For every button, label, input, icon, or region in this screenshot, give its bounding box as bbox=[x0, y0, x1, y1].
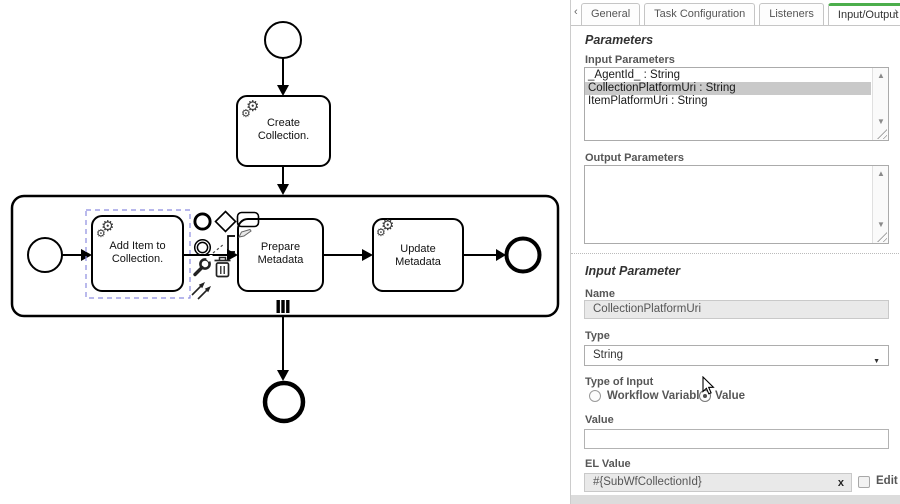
parallel-multi-instance-marker-icon bbox=[276, 300, 290, 313]
type-select[interactable]: String ▼ bbox=[584, 345, 889, 366]
service-task-gear-icon: ⚙ ⚙ bbox=[96, 217, 121, 246]
scroll-down-icon[interactable]: ▼ bbox=[877, 220, 885, 229]
arrowhead bbox=[277, 85, 289, 96]
tab-list: General Task Configuration Listeners Inp… bbox=[581, 3, 900, 25]
gear-icon: ⚙ bbox=[381, 216, 395, 234]
edit-checkbox[interactable] bbox=[858, 476, 870, 488]
input-parameters-rows: _AgentId_ : String CollectionPlatformUri… bbox=[585, 69, 871, 108]
properties-tabbar: General Task Configuration Listeners Inp… bbox=[571, 0, 900, 26]
connect-tool-icon[interactable] bbox=[189, 273, 216, 300]
arrowhead bbox=[362, 249, 373, 261]
output-parameters-label: Output Parameters bbox=[585, 152, 685, 164]
tab-scroll-left-icon[interactable]: ‹ bbox=[574, 6, 578, 18]
name-field[interactable]: CollectionPlatformUri bbox=[584, 300, 889, 319]
scrollbar[interactable]: ▲ ▼ bbox=[872, 68, 888, 140]
subprocess-end-event[interactable] bbox=[504, 236, 542, 274]
input-parameter-heading: Input Parameter bbox=[585, 264, 681, 278]
append-task-icon[interactable] bbox=[235, 209, 261, 230]
value-label: Value bbox=[585, 414, 614, 426]
el-value-field[interactable]: #{SubWfCollectionId} x bbox=[584, 473, 852, 492]
resize-grip[interactable] bbox=[877, 129, 887, 139]
value-radio[interactable] bbox=[699, 390, 711, 402]
type-label: Type bbox=[585, 330, 610, 342]
scroll-up-icon[interactable]: ▲ bbox=[877, 169, 885, 178]
arrowhead bbox=[81, 249, 92, 261]
scrollbar[interactable]: ▲ ▼ bbox=[872, 166, 888, 243]
gear-icon: ⚙ bbox=[241, 107, 251, 120]
bpmn-canvas[interactable]: Create Collection. Add Item to Collectio… bbox=[0, 0, 570, 504]
type-of-input-label: Type of Input bbox=[585, 376, 654, 388]
workflow-variable-radio[interactable] bbox=[589, 390, 601, 402]
append-intermediate-event-icon[interactable] bbox=[192, 237, 213, 258]
task-add-item-to-collection[interactable] bbox=[91, 215, 184, 292]
name-label: Name bbox=[585, 288, 615, 300]
append-end-event-icon[interactable] bbox=[192, 211, 213, 232]
el-value-label: EL Value bbox=[585, 458, 631, 470]
type-select-value: String bbox=[593, 349, 624, 361]
service-task-gear-icon: ⚙ ⚙ bbox=[376, 216, 401, 245]
change-type-wrench-icon[interactable] bbox=[190, 255, 213, 278]
list-item-selected[interactable]: CollectionPlatformUri : String bbox=[585, 82, 871, 95]
tab-input-output[interactable]: Input/Output bbox=[827, 3, 900, 25]
delete-trash-icon[interactable] bbox=[212, 255, 233, 279]
scroll-down-icon[interactable]: ▼ bbox=[877, 117, 885, 126]
append-text-annotation-icon[interactable] bbox=[211, 233, 238, 256]
panel-bottom-strip bbox=[571, 495, 900, 504]
subprocess-start-event[interactable] bbox=[27, 237, 63, 273]
append-gateway-icon[interactable] bbox=[213, 209, 238, 234]
tab-general[interactable]: General bbox=[581, 3, 641, 25]
properties-panel: General Task Configuration Listeners Inp… bbox=[570, 0, 900, 504]
arrowhead bbox=[277, 184, 289, 195]
bpmn-diagram bbox=[10, 21, 560, 424]
input-parameters-list[interactable]: _AgentId_ : String CollectionPlatformUri… bbox=[584, 67, 889, 141]
resize-grip[interactable] bbox=[877, 232, 887, 242]
clear-icon[interactable]: x bbox=[837, 477, 844, 489]
section-divider bbox=[571, 253, 900, 254]
edit-checkbox-label[interactable]: Edit bbox=[876, 475, 898, 487]
scroll-up-icon[interactable]: ▲ bbox=[877, 71, 885, 80]
gear-icon: ⚙ bbox=[376, 226, 386, 239]
start-event[interactable] bbox=[264, 21, 302, 59]
el-value-text: #{SubWfCollectionId} bbox=[593, 476, 702, 488]
workflow-variable-radio-label[interactable]: Workflow Variable bbox=[607, 390, 706, 402]
value-field[interactable] bbox=[584, 429, 889, 449]
value-radio-label[interactable]: Value bbox=[715, 390, 746, 402]
output-parameters-list[interactable]: ▲ ▼ bbox=[584, 165, 889, 244]
gear-icon: ⚙ bbox=[246, 97, 260, 115]
arrowhead bbox=[496, 249, 506, 261]
service-task-gear-icon: ⚙ ⚙ bbox=[241, 97, 266, 126]
tab-listeners[interactable]: Listeners bbox=[759, 3, 824, 25]
arrowhead bbox=[277, 370, 289, 381]
end-event[interactable] bbox=[262, 380, 306, 424]
tab-scroll-right-icon[interactable]: › bbox=[894, 6, 898, 18]
chevron-down-icon: ▼ bbox=[873, 358, 880, 365]
edit-pencil-icon[interactable] bbox=[237, 228, 253, 239]
parameters-heading: Parameters bbox=[585, 33, 654, 47]
list-item[interactable]: _AgentId_ : String bbox=[588, 69, 681, 81]
gear-icon: ⚙ bbox=[101, 217, 115, 235]
list-item[interactable]: ItemPlatformUri : String bbox=[588, 95, 708, 107]
tab-task-configuration[interactable]: Task Configuration bbox=[644, 3, 756, 25]
input-parameters-label: Input Parameters bbox=[585, 54, 675, 66]
gear-icon: ⚙ bbox=[96, 227, 106, 240]
